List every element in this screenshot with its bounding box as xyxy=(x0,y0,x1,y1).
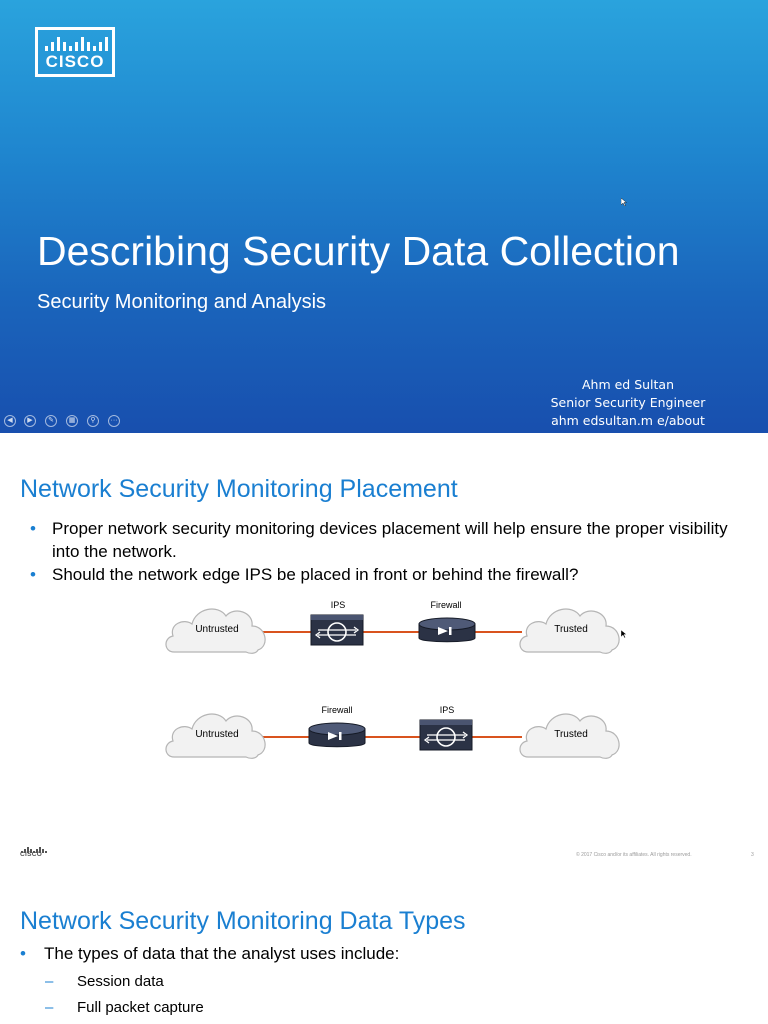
zoom-icon[interactable]: ⚲ xyxy=(87,415,99,427)
copyright-text: © 2017 Cisco and/or its affiliates. All … xyxy=(576,852,692,858)
presenter-info: Ahm ed Sultan Senior Security Engineer a… xyxy=(528,376,728,430)
firewall-device-icon xyxy=(308,722,366,748)
network-link xyxy=(250,631,522,633)
bullet-dot-icon: • xyxy=(30,519,36,538)
slides-icon[interactable]: ▦ xyxy=(66,415,78,427)
dash-marker: – xyxy=(45,973,54,990)
placement-heading: Network Security Monitoring Placement xyxy=(20,475,458,503)
bullet-dot-icon: • xyxy=(20,944,26,963)
network-link xyxy=(250,736,522,738)
placement-slide: Network Security Monitoring Placement • … xyxy=(0,433,768,865)
device-label: IPS xyxy=(439,705,455,715)
bullet-text: The types of data that the analyst uses … xyxy=(44,944,400,963)
trusted-cloud: Trusted xyxy=(516,598,626,658)
more-icon[interactable]: ··· xyxy=(108,415,120,427)
slide-title: Describing Security Data Collection xyxy=(37,228,680,274)
title-slide: CISCO Describing Security Data Collectio… xyxy=(0,0,768,433)
untrusted-cloud: Untrusted xyxy=(162,598,272,658)
cloud-label: Trusted xyxy=(554,624,588,635)
sub-item-text: Full packet capture xyxy=(77,999,204,1016)
cloud-icon xyxy=(165,608,266,654)
presenter-role: Senior Security Engineer xyxy=(550,395,706,410)
cloud-icon xyxy=(519,713,620,759)
untrusted-cloud: Untrusted xyxy=(162,703,272,763)
previous-icon[interactable]: ◀ xyxy=(4,415,16,427)
device-label: Firewall xyxy=(430,600,462,610)
bullet-text: Should the network edge IPS be placed in… xyxy=(52,565,579,584)
data-types-slide: Network Security Monitoring Data Types •… xyxy=(0,865,768,1024)
mouse-cursor-icon xyxy=(621,630,627,638)
data-types-heading: Network Security Monitoring Data Types xyxy=(20,907,466,935)
ips-device-icon xyxy=(310,614,364,646)
bullet-dot-icon: • xyxy=(30,565,36,584)
mouse-cursor-icon xyxy=(621,198,627,206)
presenter-name: Ahm ed Sultan xyxy=(581,377,675,392)
cloud-icon xyxy=(165,713,266,759)
trusted-cloud: Trusted xyxy=(516,703,626,763)
firewall-device-icon xyxy=(418,617,476,643)
dash-marker: – xyxy=(45,999,54,1016)
next-icon[interactable]: ▶ xyxy=(24,415,36,427)
presenter-website: ahm edsultan.m e/about xyxy=(551,413,705,428)
device-label: Firewall xyxy=(321,705,353,715)
footer-logo-text: CISCO xyxy=(20,851,43,858)
cloud-label: Trusted xyxy=(554,729,588,740)
cisco-logo-bars-icon xyxy=(45,37,108,51)
page-number: 3 xyxy=(751,852,754,858)
cisco-logo-text: CISCO xyxy=(45,52,105,71)
cloud-label: Untrusted xyxy=(195,624,239,635)
pen-icon[interactable]: ✎ xyxy=(45,415,57,427)
slide-subtitle: Security Monitoring and Analysis xyxy=(37,291,327,313)
ips-device-icon xyxy=(419,719,473,751)
cloud-icon xyxy=(519,608,620,654)
sub-item-text: Session data xyxy=(77,973,164,990)
cisco-logo: CISCO xyxy=(35,27,115,77)
footer-cisco-logo: CISCO xyxy=(20,844,50,858)
cloud-label: Untrusted xyxy=(195,729,239,740)
bullet-text: Proper network security monitoring devic… xyxy=(52,519,728,561)
device-label: IPS xyxy=(330,600,346,610)
